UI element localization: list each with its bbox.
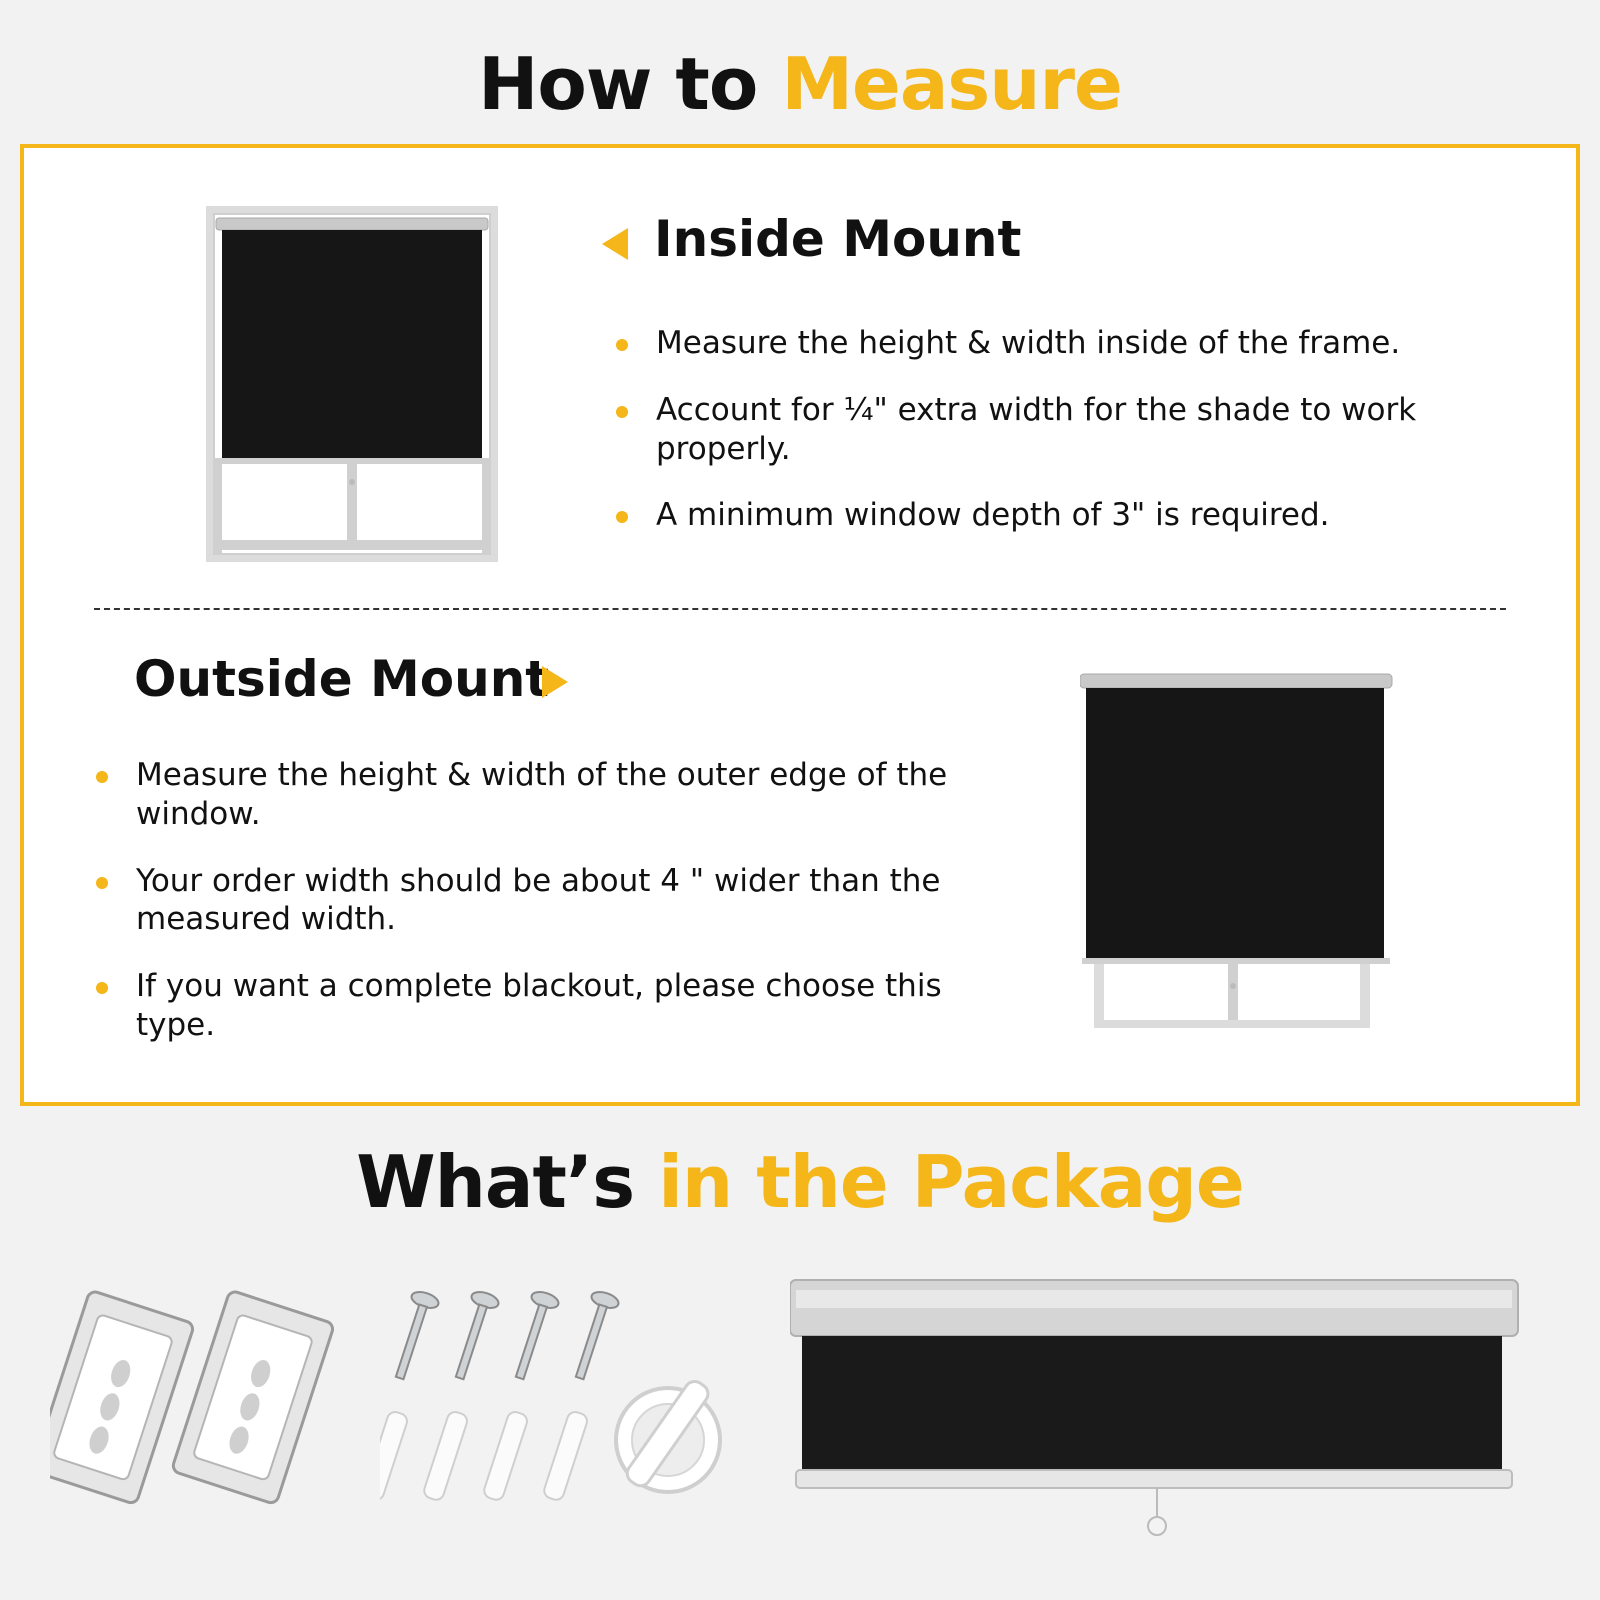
measure-heading-main: How to <box>478 42 782 126</box>
list-item: Measure the height & width of the outer … <box>96 756 1016 834</box>
outside-mount-title: Outside Mount <box>134 650 550 708</box>
list-item: Your order width should be about 4 " wid… <box>96 862 1016 940</box>
list-item: Account for ¼" extra width for the shade… <box>616 391 1476 469</box>
triangle-right-icon <box>542 666 568 698</box>
list-item: Measure the height & width inside of the… <box>616 324 1476 363</box>
package-heading: What’s in the Package <box>0 1140 1600 1224</box>
triangle-left-icon <box>602 228 628 260</box>
inside-mount-title: Inside Mount <box>654 210 1022 268</box>
package-heading-accent: in the Package <box>658 1140 1245 1224</box>
package-brackets-illustration <box>50 1290 335 1505</box>
package-screws-illustration <box>380 1291 620 1501</box>
outside-mount-window-illustration <box>1080 673 1393 1028</box>
package-roller-shade-illustration <box>790 1279 1519 1536</box>
measure-heading-accent: Measure <box>781 42 1123 126</box>
list-item: A minimum window depth of 3" is required… <box>616 496 1476 535</box>
package-cord-cleat-illustration <box>614 1380 722 1494</box>
measure-heading: How to Measure <box>0 42 1600 126</box>
section-divider <box>94 608 1506 610</box>
inside-mount-window-illustration <box>206 206 498 562</box>
outside-mount-bullets: Measure the height & width of the outer … <box>96 756 1016 1073</box>
inside-mount-bullets: Measure the height & width inside of the… <box>616 324 1476 563</box>
measure-panel: Inside Mount Measure the height & width … <box>20 144 1580 1106</box>
list-item: If you want a complete blackout, please … <box>96 967 1016 1045</box>
package-heading-main: What’s <box>356 1140 659 1224</box>
